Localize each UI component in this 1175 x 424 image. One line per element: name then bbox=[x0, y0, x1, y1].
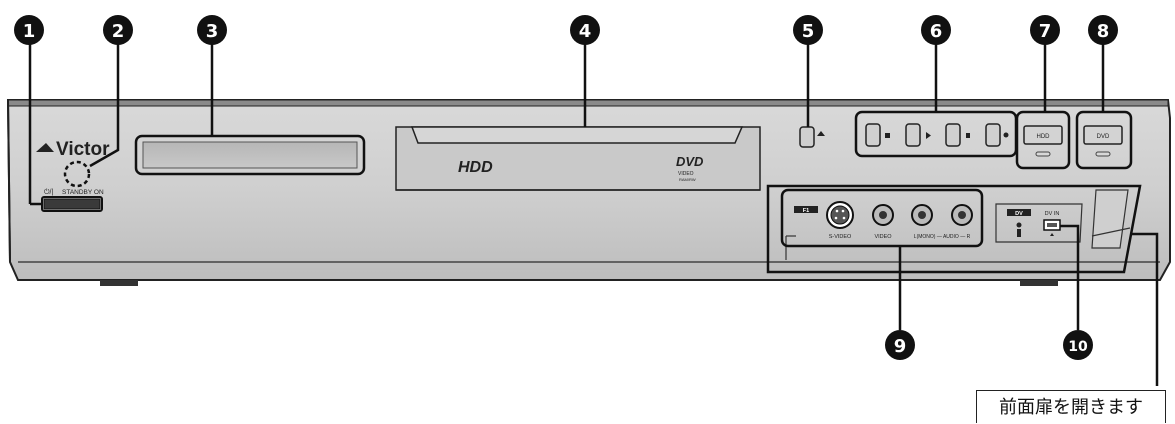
callout-8: 8 bbox=[1088, 15, 1118, 45]
dvd-indicator bbox=[1095, 151, 1111, 157]
power-symbol-label: ⏻/| bbox=[44, 188, 53, 196]
video-label: VIDEO bbox=[874, 234, 892, 240]
audio-l-jack[interactable] bbox=[911, 204, 933, 226]
svg-text:HDD: HDD bbox=[458, 159, 493, 176]
standby-on-label: STANDBY ON bbox=[62, 189, 104, 196]
stop-icon bbox=[885, 133, 890, 138]
remote-sensor bbox=[63, 160, 91, 188]
svg-text:10: 10 bbox=[1068, 339, 1088, 355]
hdd-indicator bbox=[1035, 151, 1051, 157]
hdd-button[interactable]: HDD bbox=[1015, 110, 1071, 170]
open-front-door-caption: 前面扉を開きます bbox=[976, 390, 1166, 423]
svg-text:8: 8 bbox=[1097, 21, 1110, 42]
pause-button[interactable] bbox=[945, 123, 970, 147]
dv-badge: DV bbox=[1015, 211, 1023, 217]
audio-label: L(MONO) — AUDIO — R bbox=[914, 234, 971, 240]
disc-tray[interactable] bbox=[395, 126, 761, 191]
svg-text:VIDEO: VIDEO bbox=[678, 171, 694, 177]
hdd-button-label: HDD bbox=[1037, 134, 1051, 140]
dvd-logo: DVD VIDEO RAM/RW bbox=[676, 154, 704, 182]
callout-5: 5 bbox=[793, 15, 823, 45]
svg-text:1: 1 bbox=[23, 21, 36, 42]
hdd-logo: HDD bbox=[458, 159, 493, 176]
brand-text: Victor bbox=[56, 139, 110, 160]
dv-in-jack[interactable] bbox=[1043, 219, 1061, 231]
svg-text:3: 3 bbox=[206, 21, 219, 42]
svg-text:6: 6 bbox=[930, 21, 943, 42]
front-display bbox=[134, 134, 366, 176]
video-jack[interactable] bbox=[872, 204, 894, 226]
svideo-label: S-VIDEO bbox=[829, 234, 852, 240]
callout-3: 3 bbox=[197, 15, 227, 45]
record-icon bbox=[1003, 132, 1009, 138]
front-door-panel[interactable] bbox=[766, 184, 1142, 274]
transport-buttons bbox=[854, 110, 1018, 158]
standby-on-button[interactable]: ⏻/| STANDBY ON bbox=[41, 188, 104, 212]
svg-text:DVD: DVD bbox=[676, 154, 704, 169]
play-icon bbox=[926, 132, 931, 139]
play-button[interactable] bbox=[905, 123, 931, 147]
callout-6: 6 bbox=[921, 15, 951, 45]
av-input-panel: F1 S-VIDEO VIDEO L(MONO) — AUDIO — R bbox=[780, 188, 984, 248]
svg-text:2: 2 bbox=[112, 21, 125, 42]
callout-7: 7 bbox=[1030, 15, 1060, 45]
svg-text:5: 5 bbox=[802, 21, 815, 42]
audio-r-jack[interactable] bbox=[951, 204, 973, 226]
leader-lines bbox=[28, 42, 1159, 386]
svg-text:9: 9 bbox=[894, 336, 907, 357]
eject-icon bbox=[817, 131, 825, 136]
pause-icon bbox=[966, 133, 970, 138]
dv-in-label: DV IN bbox=[1045, 211, 1060, 217]
svg-text:4: 4 bbox=[579, 21, 592, 42]
ilink-icon bbox=[1016, 222, 1022, 237]
svg-text:7: 7 bbox=[1039, 21, 1052, 42]
svideo-jack[interactable] bbox=[826, 201, 854, 229]
stop-button[interactable] bbox=[865, 123, 890, 147]
callout-4: 4 bbox=[570, 15, 600, 45]
callout-1: 1 bbox=[14, 15, 44, 45]
callout-9: 9 bbox=[885, 330, 915, 360]
svg-text:RAM/RW: RAM/RW bbox=[679, 177, 696, 182]
callout-numbers: 1 2 3 4 5 6 7 8 9 10 bbox=[14, 15, 1118, 360]
callout-2: 2 bbox=[103, 15, 133, 45]
record-button[interactable] bbox=[985, 123, 1009, 147]
victor-logo: Victor bbox=[36, 139, 110, 160]
f1-label: F1 bbox=[803, 208, 809, 214]
callout-10: 10 bbox=[1063, 330, 1093, 360]
dvd-button-label: DVD bbox=[1097, 134, 1110, 140]
